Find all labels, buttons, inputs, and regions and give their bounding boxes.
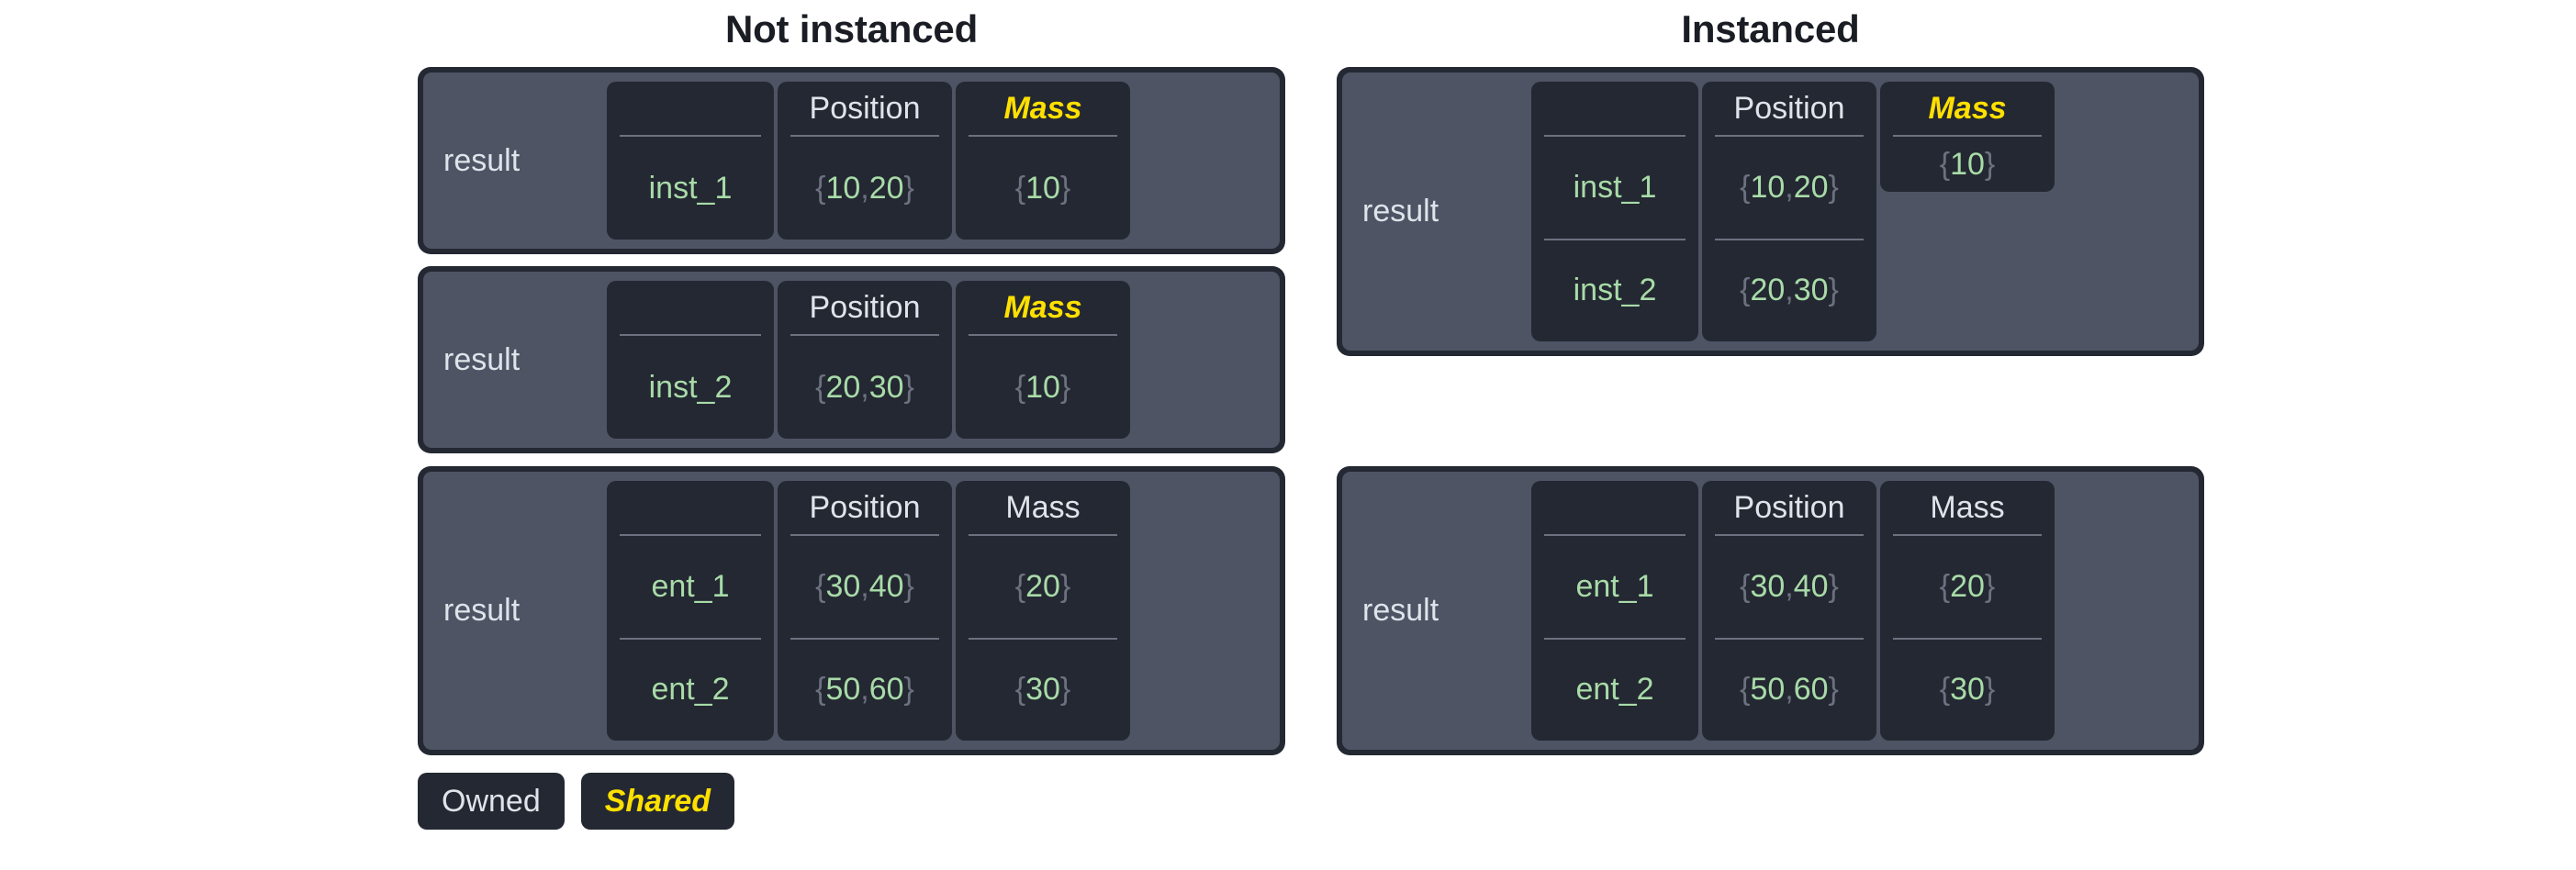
result-label: result <box>1362 194 1439 229</box>
cell-name: inst_1 <box>1544 135 1686 239</box>
column-mass: Mass {10} <box>956 82 1130 240</box>
column-position: Position {10, 20} <box>778 82 952 240</box>
cell-mass: {10} <box>969 135 1117 240</box>
column-header-name <box>1544 82 1686 135</box>
column-header-mass: Mass <box>1928 90 2007 126</box>
table-block-not-instanced-3: result ent_1 ent_2 Position {30, 40} {50… <box>418 466 1285 755</box>
column-header-mass: Mass <box>1003 90 1082 126</box>
column-mass: Mass {20} {30} <box>956 481 1130 741</box>
column-header-mass: Mass <box>1003 289 1082 325</box>
column-header-name <box>620 82 761 135</box>
table-block-instanced-1: result inst_1 inst_2 Position {10, 20} {… <box>1337 67 2204 356</box>
cell-mass: {30} <box>969 637 1117 742</box>
result-label: result <box>1362 593 1439 628</box>
column-mass-shared: Mass {10} <box>1880 82 2055 192</box>
table-block-not-instanced-1: result inst_1 Position {10, 20} Mass {10… <box>418 67 1285 254</box>
cell-mass: {10} <box>969 334 1117 439</box>
column-name: inst_1 <box>607 82 774 240</box>
columns-group: ent_1 ent_2 Position {30, 40} {50, 60} M… <box>1531 481 2190 741</box>
columns-group: ent_1 ent_2 Position {30, 40} {50, 60} M… <box>607 481 1271 741</box>
column-name: inst_2 <box>607 281 774 439</box>
legend-shared: Shared <box>580 773 734 830</box>
cell-mass: {30} <box>1893 637 2042 742</box>
column-header-name <box>620 281 761 334</box>
legend: Owned Shared <box>418 773 734 830</box>
result-label: result <box>443 593 521 628</box>
column-position: Position {20, 30} <box>778 281 952 439</box>
heading-not-instanced: Not instanced <box>724 7 979 50</box>
cell-position: {30, 40} <box>790 534 939 638</box>
columns-group: inst_1 inst_2 Position {10, 20} {20, 30}… <box>1531 82 2190 341</box>
column-name: ent_1 ent_2 <box>1531 481 1698 741</box>
column-header-mass: Mass <box>1005 489 1081 525</box>
column-header-position: Position <box>809 489 921 525</box>
cell-position: {50, 60} <box>1715 637 1864 742</box>
legend-owned: Owned <box>418 773 565 830</box>
column-position: Position {10, 20} {20, 30} <box>1702 82 1876 341</box>
cell-name: ent_2 <box>1544 637 1686 742</box>
column-name: ent_1 ent_2 <box>607 481 774 741</box>
result-label: result <box>443 142 521 178</box>
columns-group: inst_2 Position {20, 30} Mass {10} <box>607 281 1271 439</box>
column-header-mass: Mass <box>1930 489 2005 525</box>
table-block-not-instanced-2: result inst_2 Position {20, 30} Mass {10… <box>418 266 1285 453</box>
column-header-name <box>620 481 761 534</box>
cell-name: ent_1 <box>1544 534 1686 638</box>
column-header-name <box>1544 481 1686 534</box>
cell-mass: {20} <box>1893 534 2042 638</box>
columns-group: inst_1 Position {10, 20} Mass {10} <box>607 82 1271 240</box>
cell-name: ent_1 <box>620 534 761 638</box>
cell-position: {50, 60} <box>790 637 939 742</box>
cell-name: inst_2 <box>1544 238 1686 342</box>
column-header-position: Position <box>1733 90 1845 126</box>
column-position: Position {30, 40} {50, 60} <box>778 481 952 741</box>
column-position: Position {30, 40} {50, 60} <box>1702 481 1876 741</box>
cell-position: {20, 30} <box>1715 238 1864 342</box>
column-header-position: Position <box>809 90 921 126</box>
column-header-position: Position <box>809 289 921 325</box>
cell-name: inst_1 <box>620 135 761 240</box>
result-label: result <box>443 341 521 377</box>
heading-instanced: Instanced <box>1681 7 1860 50</box>
column-mass: Mass {10} <box>956 281 1130 439</box>
cell-position: {10, 20} <box>1715 135 1864 239</box>
table-block-instanced-2: result ent_1 ent_2 Position {30, 40} {50… <box>1337 466 2204 755</box>
cell-position: {30, 40} <box>1715 534 1864 638</box>
cell-position: {10, 20} <box>790 135 939 240</box>
column-mass: Mass {20} {30} <box>1880 481 2055 741</box>
cell-name: inst_2 <box>620 334 761 439</box>
cell-name: ent_2 <box>620 637 761 742</box>
cell-position: {20, 30} <box>790 334 939 439</box>
cell-mass: {20} <box>969 534 1117 638</box>
column-header-position: Position <box>1733 489 1845 525</box>
column-name: inst_1 inst_2 <box>1531 82 1698 341</box>
cell-mass: {10} <box>1893 135 2042 192</box>
